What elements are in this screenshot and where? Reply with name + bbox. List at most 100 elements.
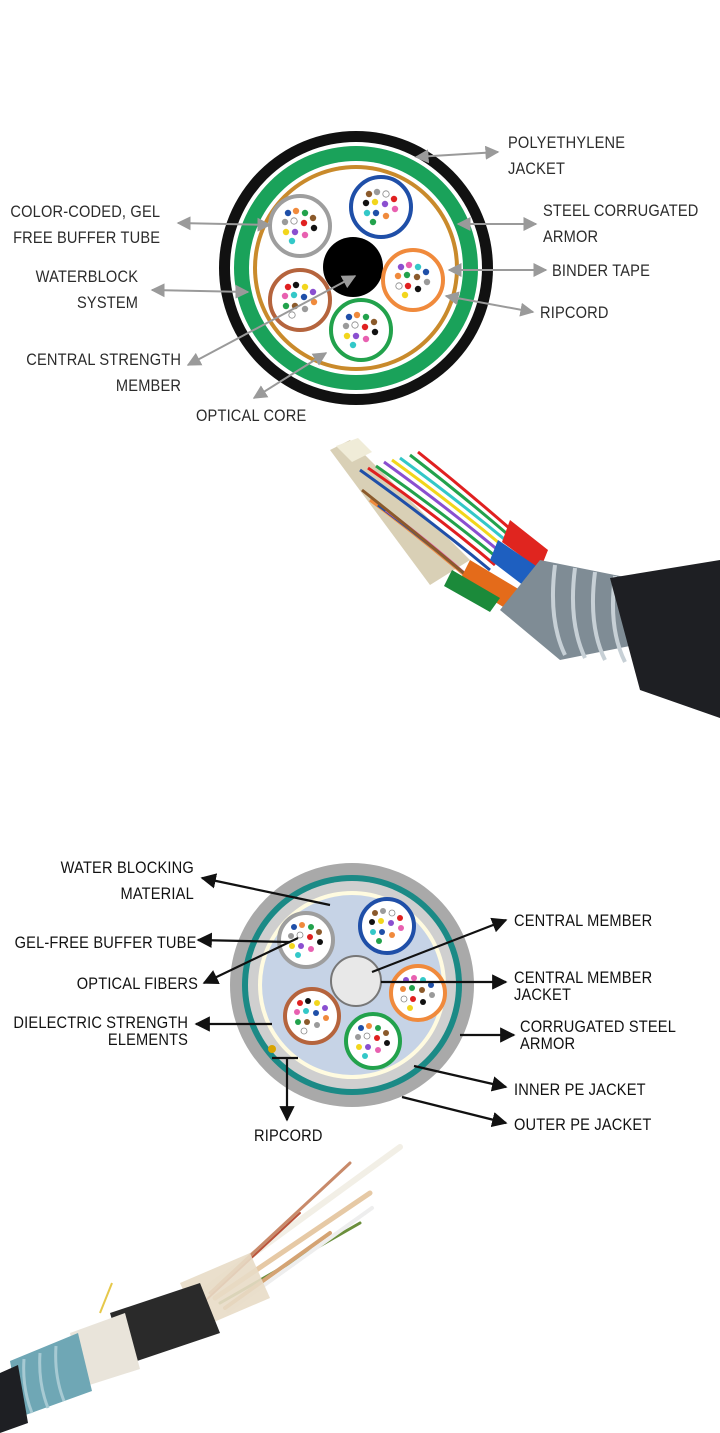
optical-fiber: [307, 934, 313, 940]
buffer-tube: [389, 964, 447, 1022]
green-tube: [444, 570, 500, 612]
optical-fiber: [374, 1035, 380, 1041]
central-member: [330, 955, 382, 1007]
optical-fiber: [284, 209, 292, 217]
label-optical-fibers: OPTICAL FIBERS: [76, 974, 198, 993]
optical-fiber: [423, 278, 431, 286]
label-outer-pe-jacket: OUTER PE JACKET: [514, 1115, 652, 1134]
optical-fiber: [414, 285, 422, 293]
optical-fiber: [358, 1025, 364, 1031]
corrugated-armor-2: [10, 1333, 92, 1417]
label-central-member: CENTRAL MEMBER: [514, 911, 653, 930]
optical-fiber: [371, 328, 379, 336]
optical-fiber: [309, 214, 317, 222]
optical-fiber: [376, 938, 382, 944]
optical-fiber: [405, 261, 413, 269]
optical-fiber: [395, 282, 403, 290]
dielectric-strength-element: [268, 1045, 276, 1053]
optical-fiber: [291, 924, 297, 930]
buffer-tube: [283, 987, 341, 1045]
optical-fiber: [373, 188, 381, 196]
buffer-tube: [358, 897, 416, 955]
optical-fiber: [300, 1027, 308, 1035]
diagram-1-arrows: [150, 145, 548, 399]
optical-fiber: [372, 209, 380, 217]
optical-fiber: [294, 1009, 300, 1015]
orange-tube: [460, 560, 520, 610]
optical-fiber: [296, 931, 304, 939]
optical-fiber: [361, 323, 369, 331]
label-ripcord: RIPCORD: [540, 303, 609, 322]
optical-fiber: [295, 1019, 301, 1025]
optical-fiber: [400, 986, 406, 992]
optical-fiber: [388, 920, 394, 926]
optical-fiber: [369, 919, 375, 925]
optical-fiber: [375, 1025, 381, 1031]
optical-fiber: [304, 1019, 310, 1025]
optical-fiber: [414, 263, 422, 271]
optical-fiber: [382, 190, 390, 198]
optical-fiber: [411, 975, 417, 981]
optical-fiber: [409, 985, 415, 991]
optical-fiber: [365, 190, 373, 198]
optical-fiber: [381, 200, 389, 208]
optical-fiber: [297, 1000, 303, 1006]
optical-fiber: [356, 1044, 362, 1050]
optical-fiber: [363, 1032, 371, 1040]
optical-fiber: [291, 228, 299, 236]
optical-fiber: [322, 1005, 328, 1011]
optical-fiber: [410, 996, 416, 1002]
label-optical-core: OPTICAL CORE: [196, 406, 307, 425]
optical-fiber: [362, 335, 370, 343]
optical-fiber: [384, 1040, 390, 1046]
optical-fiber: [323, 1015, 329, 1021]
optical-fiber: [362, 199, 370, 207]
label-binder-tape: BINDER TAPE: [552, 261, 651, 280]
optical-fiber: [308, 946, 314, 952]
optical-fiber: [383, 1030, 389, 1036]
cable-photo-1: [330, 438, 720, 718]
optical-fiber: [308, 924, 314, 930]
diagram-1-cross-section: [150, 131, 548, 405]
optical-fiber: [388, 909, 396, 917]
optical-fiber: [301, 231, 309, 239]
optical-fiber: [314, 1000, 320, 1006]
optical-fiber: [366, 1023, 372, 1029]
optical-fiber: [363, 209, 371, 217]
water-blocking-tape-2: [70, 1313, 140, 1388]
optical-fiber: [310, 224, 318, 232]
optical-fiber: [380, 908, 386, 914]
optical-fiber: [429, 992, 435, 998]
optical-fiber: [413, 273, 421, 281]
optical-fiber: [390, 195, 398, 203]
optical-fiber: [397, 915, 403, 921]
cable-cross-section-2: [230, 863, 474, 1107]
optical-fiber: [288, 933, 294, 939]
optical-fiber: [397, 263, 405, 271]
label-gel-free-buffer-tube: GEL-FREE BUFFER TUBE: [14, 933, 196, 952]
red-tube: [502, 520, 548, 570]
optical-fiber: [407, 1005, 413, 1011]
optical-fiber: [365, 1044, 371, 1050]
outer-jacket-2: [0, 1365, 28, 1433]
optical-fiber: [290, 217, 298, 225]
ripcord-2-thread: [99, 1282, 113, 1314]
optical-fiber: [379, 929, 385, 935]
diagram-2-cross-section: [194, 863, 516, 1128]
optical-fiber: [404, 282, 412, 290]
fiber-bundle-1: [330, 438, 526, 600]
cable-photo-2: [0, 1144, 403, 1433]
optical-fiber: [362, 1053, 368, 1059]
optical-fiber: [420, 999, 426, 1005]
buffer-tube: [349, 175, 413, 239]
buffer-tube: [344, 1012, 402, 1070]
optical-fiber: [371, 198, 379, 206]
optical-fiber: [295, 952, 301, 958]
optical-fiber: [389, 932, 395, 938]
optical-fiber: [317, 939, 323, 945]
